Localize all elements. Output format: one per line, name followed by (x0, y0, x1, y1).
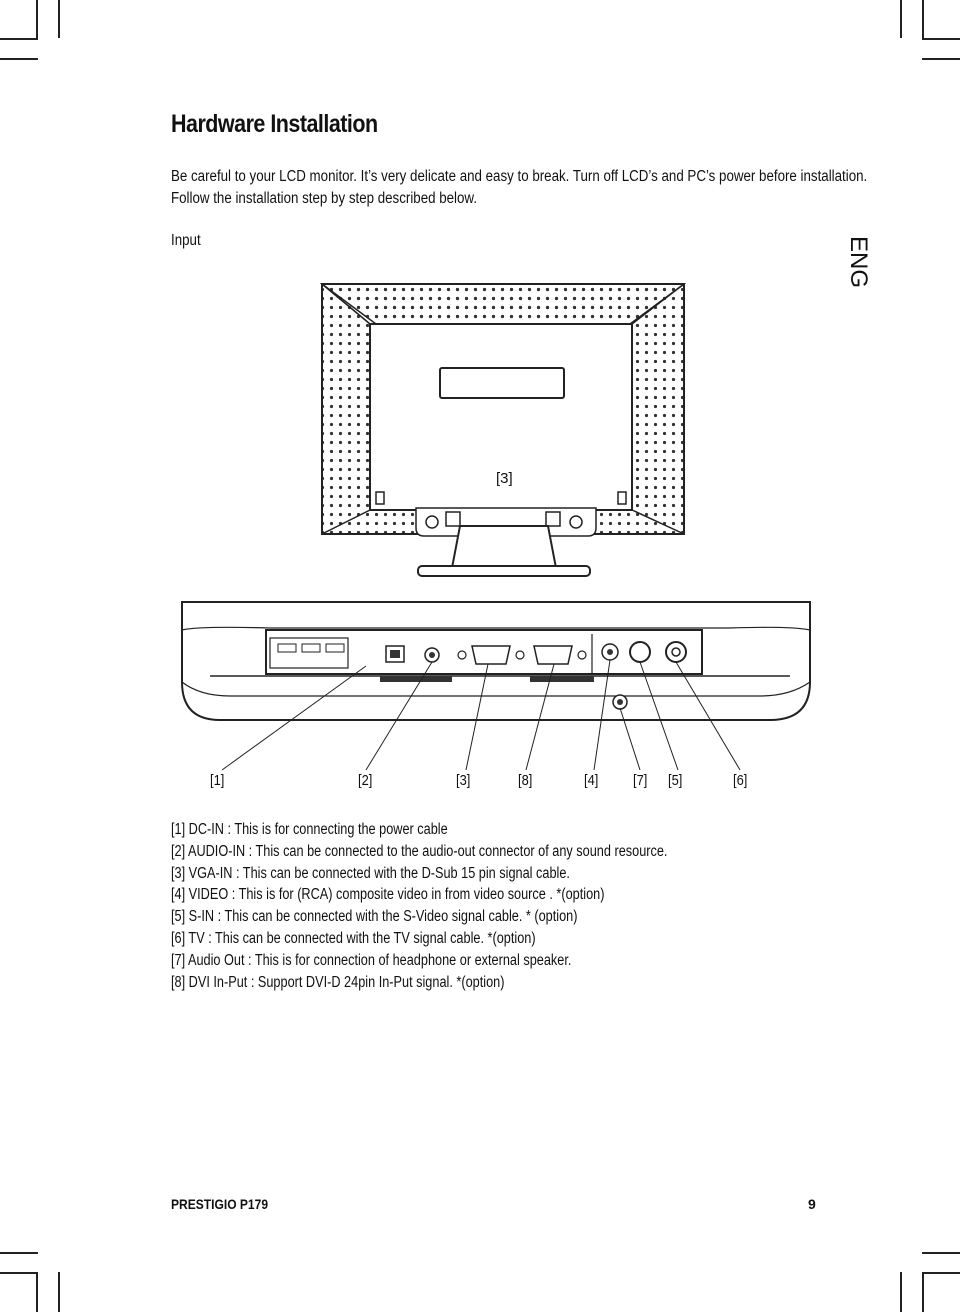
footer-product: PRESTIGIO P179 (171, 1196, 269, 1212)
crop-mark (58, 1272, 60, 1312)
crop-mark (922, 1272, 960, 1274)
crop-mark (0, 58, 38, 60)
language-tab: ENG (845, 236, 872, 289)
crop-mark (36, 1272, 38, 1312)
description-line: [8] DVI In-Put : Support DVI-D 24pin In-… (171, 973, 505, 991)
callout-label: [1] (210, 772, 225, 789)
intro-line-1: Be careful to your LCD monitor. It’s ver… (171, 168, 868, 185)
intro-line-2: Follow the installation step by step des… (171, 190, 478, 207)
crop-mark (922, 1272, 924, 1312)
description-line: [4] VIDEO : This is for (RCA) composite … (171, 886, 605, 904)
crop-mark (36, 0, 38, 38)
callout-label: [3] (456, 772, 471, 789)
page-title: Hardware Installation (171, 110, 378, 138)
crop-mark (922, 1252, 960, 1254)
callout-label: [7] (633, 772, 648, 789)
crop-mark (0, 1272, 38, 1274)
crop-mark (922, 0, 924, 38)
connector-panel-diagram (181, 601, 811, 771)
description-line: [5] S-IN : This can be connected with th… (171, 908, 578, 926)
description-line: [3] VGA-IN : This can be connected with … (171, 864, 570, 882)
callout-label: [5] (668, 772, 683, 789)
crop-mark (922, 38, 960, 40)
connector-descriptions: [1] DC-IN : This is for connecting the p… (171, 819, 667, 993)
crop-mark (0, 1252, 38, 1254)
callout-label: [4] (584, 772, 599, 789)
description-line: [2] AUDIO-IN : This can be connected to … (171, 842, 668, 860)
description-line: [6] TV : This can be connected with the … (171, 929, 536, 947)
crop-mark (58, 0, 60, 38)
description-line: [7] Audio Out : This is for connection o… (171, 951, 572, 969)
callout-label: [6] (733, 772, 748, 789)
back-label: [3] (496, 470, 513, 487)
page-number: 9 (808, 1196, 816, 1212)
description-line: [1] DC-IN : This is for connecting the p… (171, 821, 448, 838)
callout-label: [8] (518, 772, 533, 789)
crop-mark (900, 1272, 902, 1312)
crop-mark (922, 58, 960, 60)
crop-mark (0, 38, 38, 40)
section-label: Input (171, 232, 201, 249)
callout-label: [2] (358, 772, 373, 789)
callout-labels: [1] [2] [3] [8] [4] [7] [5] [6] (0, 772, 960, 796)
monitor-back-diagram: [3] (319, 283, 687, 577)
crop-mark (900, 0, 902, 38)
intro-text: Be careful to your LCD monitor. It’s ver… (171, 166, 867, 210)
